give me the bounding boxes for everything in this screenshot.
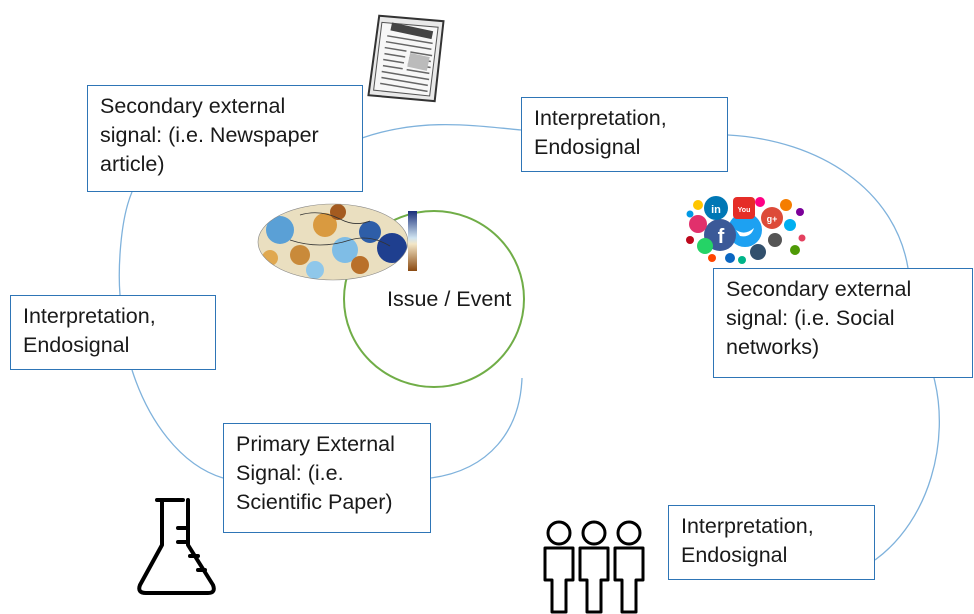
secondary-signal-social-box: Secondary external signal: (i.e. Social … — [713, 268, 973, 378]
svg-text:You: You — [738, 207, 751, 214]
people-group-icon — [543, 520, 645, 614]
connector-newspaper-to-interpretation-left — [118, 191, 133, 296]
social-media-logos-icon: in f g+ You — [686, 196, 806, 264]
connector-primary-to-issue — [430, 377, 523, 479]
interpretation-endosignal-bottom-right-box: Interpretation, Endosignal — [668, 505, 875, 580]
globe-climate-map-icon — [257, 203, 417, 281]
connector-interpretation-left-to-primary — [131, 369, 224, 479]
connectors — [118, 123, 940, 561]
interpretation-endosignal-left-box: Interpretation, Endosignal — [10, 295, 216, 370]
interpretation-endosignal-top-box: Interpretation, Endosignal — [521, 97, 728, 172]
person-2 — [578, 520, 610, 614]
lab-flask-icon — [137, 498, 216, 595]
connector-social-to-interpretation-bottom-right — [874, 377, 940, 561]
connector-interpretation-top-to-social — [727, 134, 909, 269]
connector-newspaper-to-interpretation-top — [361, 123, 522, 139]
secondary-signal-newspaper-box: Secondary external signal: (i.e. Newspap… — [87, 85, 363, 192]
issue-event-label: Issue / Event — [387, 287, 512, 311]
svg-text:f: f — [718, 226, 725, 248]
newspaper-icon — [367, 14, 445, 103]
person-3 — [613, 520, 645, 614]
svg-text:in: in — [711, 204, 721, 216]
svg-text:g+: g+ — [767, 214, 778, 224]
primary-signal-paper-box: Primary External Signal: (i.e. Scientifi… — [223, 423, 431, 533]
person-1 — [543, 520, 575, 614]
issue-event-ring — [343, 210, 525, 388]
